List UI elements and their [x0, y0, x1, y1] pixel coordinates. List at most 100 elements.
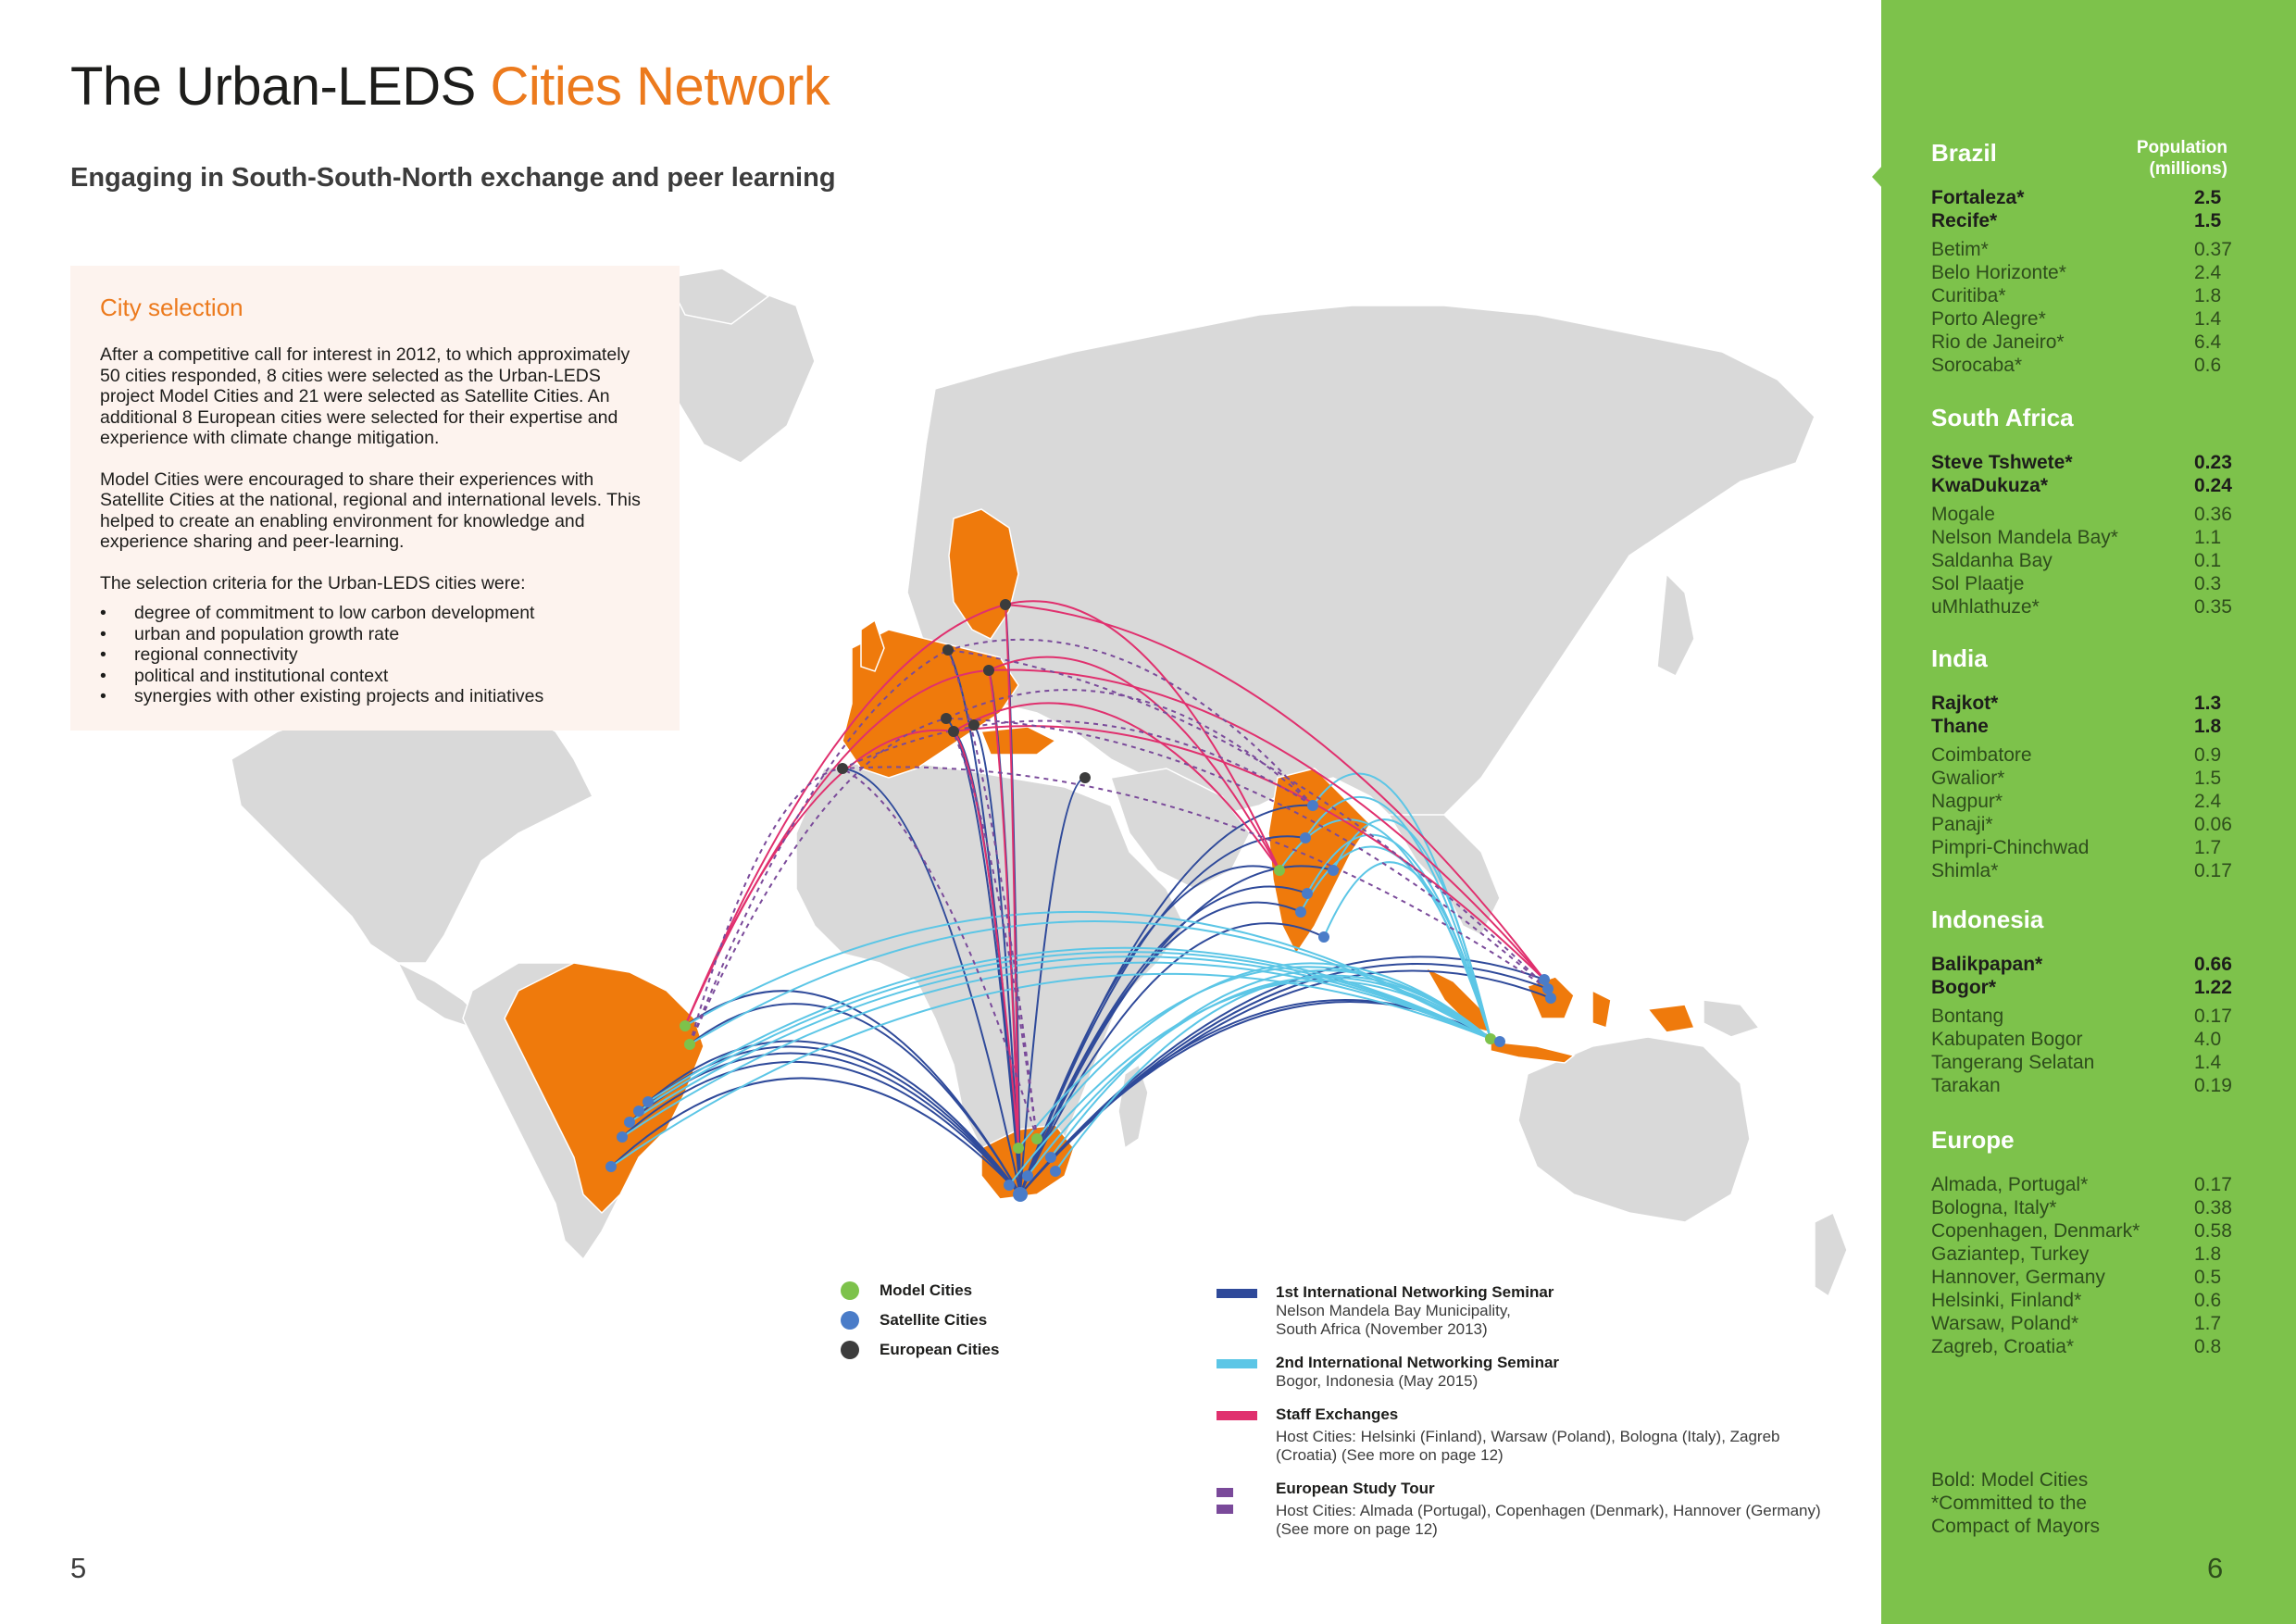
title-accent: Cities Network — [490, 56, 830, 117]
criteria-list: degree of commitment to low carbon devel… — [100, 603, 650, 707]
model-city-row: Fortaleza*2.5 — [1931, 186, 2246, 209]
legend-line-sub: (See more on page 12) — [1276, 1520, 1438, 1538]
satellite-city-row: Bologna, Italy*0.38 — [1931, 1196, 2246, 1219]
seminar-2-link — [647, 946, 1491, 1103]
city-name: Sorocaba* — [1931, 355, 2023, 376]
study-tour-link — [945, 718, 1549, 990]
european-city-dot — [968, 719, 980, 731]
satellite-city-dot — [1045, 1152, 1056, 1163]
legend-satellite-cities: Satellite Cities — [841, 1311, 987, 1330]
seminar-1-hub-dot — [1013, 1187, 1028, 1202]
city-name: Zagreb, Croatia* — [1931, 1336, 2075, 1357]
city-name: Tangerang Selatan — [1931, 1052, 2095, 1073]
legend-label: Satellite Cities — [880, 1311, 988, 1329]
legend-line-sub: Nelson Mandela Bay Municipality, — [1276, 1302, 1511, 1319]
city-population: 1.1 — [2194, 527, 2222, 548]
seminar-1-link — [973, 724, 1021, 1195]
city-name: uMhlathuze* — [1931, 596, 2040, 618]
european-city-dot — [837, 763, 848, 774]
city-population: 0.1 — [2194, 550, 2222, 571]
city-name: Mogale — [1931, 504, 1995, 525]
study-tour-link — [689, 718, 947, 1045]
city-population: 6.4 — [2194, 331, 2222, 353]
city-name: Betim* — [1931, 239, 1989, 260]
satellite-city-row: Zagreb, Croatia*0.8 — [1931, 1335, 2246, 1358]
city-selection-paragraph-2: Model Cities were encouraged to share th… — [100, 468, 641, 553]
city-population: 0.17 — [2194, 860, 2232, 881]
model-city-dot — [684, 1039, 695, 1050]
city-population: 1.7 — [2194, 1313, 2222, 1334]
region-title: Indonesia — [1931, 906, 2044, 933]
city-name: Rajkot* — [1931, 693, 1999, 714]
city-population: 2.4 — [2194, 791, 2222, 812]
legend-european-cities: European Cities — [841, 1341, 999, 1359]
city-name: Bologna, Italy* — [1931, 1197, 2057, 1218]
seminar-1-link — [842, 768, 1021, 1195]
land-turkey — [980, 726, 1057, 756]
study-tour-link — [689, 768, 843, 1045]
city-name: Tarakan — [1931, 1075, 2001, 1096]
city-population: 0.37 — [2194, 239, 2232, 260]
city-name: Pimpri-Chinchwad — [1931, 837, 2090, 858]
european-city-dot — [983, 665, 994, 676]
satellite-city-row: Nagpur* 2.4 — [1931, 790, 2246, 813]
region-title: Europe — [1931, 1126, 2015, 1154]
city-name: Bontang — [1931, 1006, 2004, 1027]
city-name: Warsaw, Poland* — [1931, 1313, 2079, 1334]
land-java — [1490, 1041, 1576, 1064]
staff-exchange-link — [988, 669, 1019, 1149]
page-subtitle: Engaging in South-South-North exchange a… — [70, 163, 836, 193]
study-tour-link — [842, 719, 1314, 806]
staff-exchange-link — [684, 604, 1006, 1027]
land-eurasia — [906, 305, 1816, 834]
city-population: 2.4 — [2194, 262, 2222, 283]
european-city-dot — [941, 713, 952, 724]
seminar-1-link — [1019, 804, 1314, 1195]
satellite-city-row: Copenhagen, Denmark*0.58 — [1931, 1219, 2246, 1243]
satellite-city-dot — [1302, 888, 1313, 899]
city-name: Curitiba* — [1931, 285, 2006, 306]
legend-line-sub: (Croatia) (See more on page 12) — [1276, 1446, 1504, 1464]
city-name: Nagpur* — [1931, 791, 2003, 812]
model-city-row: Balikpapan*0.66 — [1931, 953, 2246, 976]
seminar-2-link — [1054, 974, 1491, 1172]
city-name: Fortaleza* — [1931, 187, 2025, 208]
legend-dot-dark — [841, 1341, 859, 1359]
city-population: 1.5 — [2194, 768, 2222, 789]
seminar-1-link — [1019, 969, 1552, 1195]
land-japan — [1656, 572, 1695, 678]
satellite-city-dot — [1328, 865, 1339, 876]
legend-line-title: 2nd International Networking Seminar — [1276, 1354, 1560, 1371]
legend-line-title: European Study Tour — [1276, 1480, 1435, 1497]
city-population: 0.6 — [2194, 355, 2222, 376]
satellite-city-row: Almada, Portugal*0.17 — [1931, 1173, 2246, 1196]
seminar-2-link — [638, 951, 1491, 1112]
city-population: 1.8 — [2194, 716, 2222, 737]
legend-line-sub: Bogor, Indonesia (May 2015) — [1276, 1372, 1479, 1390]
criteria-item: synergies with other existing projects a… — [100, 686, 650, 707]
city-population: 1.5 — [2194, 210, 2222, 231]
satellite-city-row: Gwalior*1.5 — [1931, 767, 2246, 790]
legend-line-cyan — [1217, 1359, 1257, 1368]
staff-exchange-link — [953, 731, 1019, 1149]
satellite-city-row: Panaji*0.06 — [1931, 813, 2246, 836]
satellite-city-dot — [1318, 931, 1329, 943]
model-city-row: Rajkot*1.3 — [1931, 692, 2246, 715]
city-population: 0.19 — [2194, 1075, 2232, 1096]
city-name: Saldanha Bay — [1931, 550, 2053, 571]
legend-second-seminar: 2nd International Networking Seminar Bog… — [1217, 1354, 1865, 1391]
model-city-dot — [1274, 865, 1285, 876]
model-city-row: Bogor*1.22 — [1931, 976, 2246, 999]
land-sulawesi — [1591, 989, 1612, 1029]
model-city-dot — [680, 1020, 691, 1031]
city-population: 0.3 — [2194, 573, 2222, 594]
city-name: Coimbatore — [1931, 744, 2032, 766]
